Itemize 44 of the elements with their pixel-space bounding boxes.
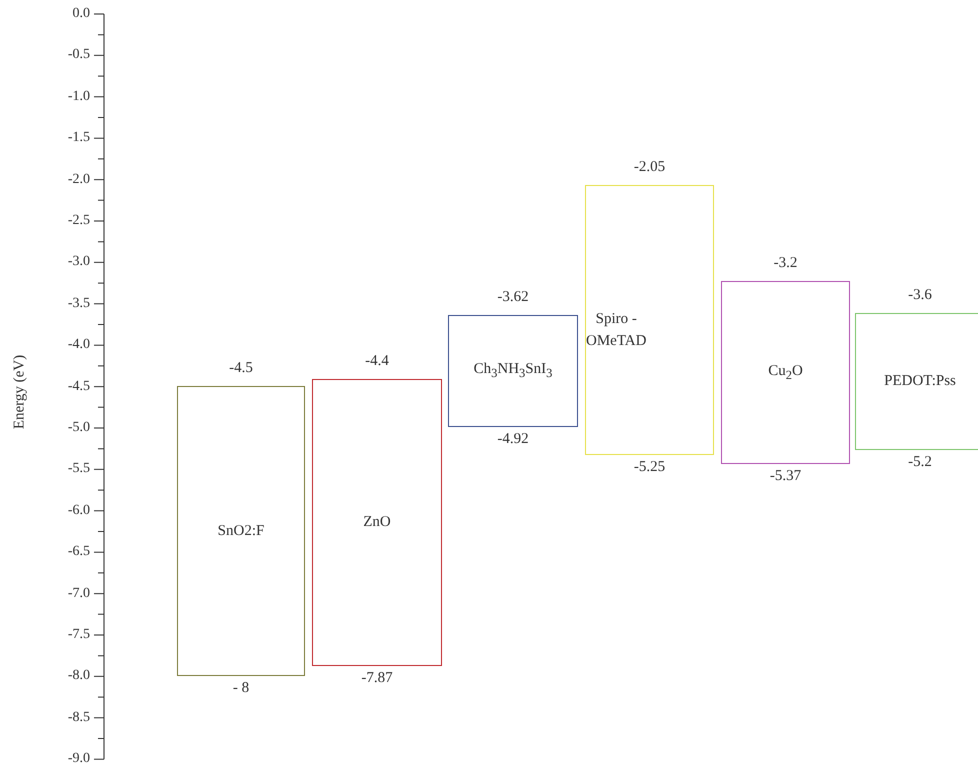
tick-label: -7.0: [66, 586, 90, 602]
tick-label: -7.5: [66, 627, 90, 643]
tick-label: -4.5: [66, 378, 90, 395]
tick-label: -9.0: [66, 751, 90, 768]
tick-label: -2.5: [66, 213, 90, 229]
energy-value: -5.25: [634, 459, 666, 476]
energy-value: -3.62: [497, 289, 529, 306]
tick-label: 0.0: [72, 6, 90, 22]
energy-level-box: [312, 379, 442, 666]
layer-name: Spiro -OMeTAD: [586, 310, 646, 351]
layer-name: ZnO: [363, 514, 391, 531]
energy-level-box: [448, 315, 578, 427]
layer-name: Ch$_{3}$NH$_{3}$SnI$_{3}$: [474, 361, 552, 381]
energy-value: -3.2: [774, 255, 798, 272]
energy-value: -5.37: [770, 468, 802, 485]
tick-label: -3.0: [66, 254, 90, 270]
energy-value: - 8: [232, 680, 250, 697]
energy-value: -7.87: [361, 670, 393, 687]
energy-level-box: [177, 386, 305, 676]
tick-label: -6.5: [66, 544, 90, 560]
tick-label: -2.0: [66, 172, 90, 188]
tick-label: -8.5: [66, 710, 90, 726]
energy-value: -5.2: [908, 454, 932, 471]
tick-label: -3.5: [66, 296, 90, 312]
energy-value: -4.4: [365, 353, 389, 370]
energy-value: -4.5: [229, 360, 253, 377]
tick-label: -0.5: [66, 47, 90, 64]
layer-name: SnO2:F: [218, 522, 264, 540]
tick-label: -4.0: [66, 337, 90, 354]
energy-value: -2.05: [634, 159, 666, 176]
axis-title: Energy (eV): [12, 354, 28, 430]
energy-level-box: [721, 281, 850, 464]
tick-label: -8.0: [66, 668, 90, 684]
energy-value: -3.6: [908, 287, 932, 304]
energy-level-box: [855, 313, 978, 450]
energy-value: -4.92: [497, 431, 529, 448]
tick-label: -6.0: [66, 502, 90, 519]
tick-label: -5.5: [66, 461, 90, 478]
tick-label: -1.5: [66, 130, 90, 146]
layer-name: Cu$_{2}$O: [768, 362, 803, 382]
tick-label: -5.0: [66, 420, 90, 436]
energy-level-box: [585, 185, 714, 455]
tick-label: -1.0: [66, 88, 90, 105]
layer-name: PEDOT:Pss: [884, 373, 956, 390]
